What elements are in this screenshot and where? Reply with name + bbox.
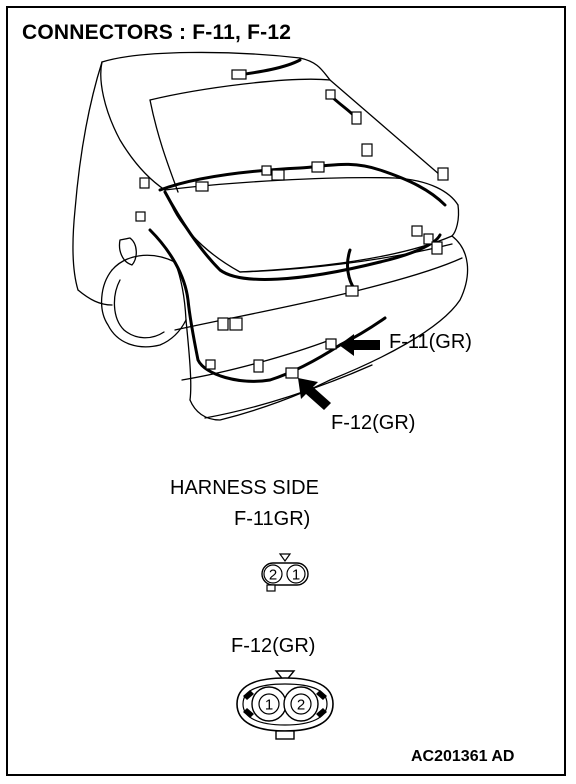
f12-pin-2: [290, 693, 312, 715]
f11-pointer-arrow: [339, 334, 380, 356]
f12-callout-label: F-12(GR): [331, 412, 416, 434]
f11-connector-label: F-11GR): [234, 508, 311, 530]
harness-side-heading: HARNESS SIDE: [170, 477, 319, 499]
diagram-title: CONNECTORS : F-11, F-12: [22, 21, 292, 44]
f11-pin-2: [263, 564, 283, 584]
f11-pin-1: [286, 564, 306, 584]
harness-connectors: [135, 69, 449, 379]
f12-pin-1-number: 1: [265, 697, 273, 714]
f12-pin-1: [258, 693, 280, 715]
f11-pin-2-number: 2: [269, 567, 277, 584]
f12-pointer-arrow: [298, 378, 331, 410]
figure-code: AC201361 AD: [411, 748, 515, 765]
f11-callout-label: F-11(GR): [389, 331, 472, 353]
f12-connector-label: F-12(GR): [231, 635, 316, 657]
diagram-frame: [6, 6, 566, 776]
f11-pin-1-number: 1: [292, 567, 300, 584]
f12-pin-2-number: 2: [297, 697, 305, 714]
